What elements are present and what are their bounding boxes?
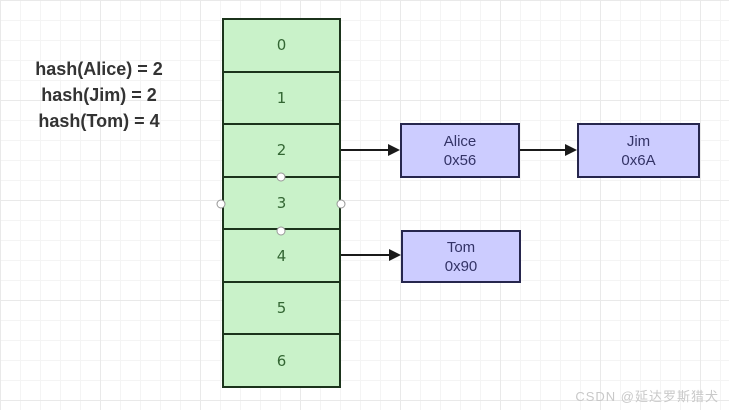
node-jim[interactable]: Jim 0x6A [577,123,700,178]
hash-annotations: hash(Alice) = 2 hash(Jim) = 2 hash(Tom) … [14,56,184,134]
hash-annotation-alice: hash(Alice) = 2 [35,59,163,79]
bucket-cell-2[interactable]: 2 [224,125,339,178]
bucket-cell-6[interactable]: 6 [276,351,287,370]
arrow-bucket4-to-tom[interactable] [341,249,401,261]
arrow-alice-to-jim[interactable] [520,144,577,156]
node-jim-name: Jim [626,132,651,150]
selection-handle-top[interactable] [276,172,286,182]
bucket-cell-5[interactable]: 5 [224,283,339,336]
node-tom-address: 0x90 [444,257,478,275]
hash-table-array[interactable]: 0 1 2 3 4 5 6 [222,18,341,388]
selection-handle-right[interactable] [336,199,346,209]
node-tom[interactable]: Tom 0x90 [401,230,521,283]
hash-annotation-tom: hash(Tom) = 4 [38,111,160,131]
hash-annotation-jim: hash(Jim) = 2 [41,85,157,105]
selection-handle-left[interactable] [216,199,226,209]
watermark: CSDN @延达罗斯猎犬 [575,389,719,404]
node-tom-name: Tom [446,238,476,256]
node-alice-address: 0x56 [443,151,477,169]
selection-handle-bottom[interactable] [276,226,286,236]
bucket-cell-3[interactable]: 3 [224,178,339,231]
node-alice[interactable]: Alice 0x56 [400,123,520,178]
bucket-cell-0[interactable]: 0 [224,20,339,73]
node-alice-name: Alice [443,132,477,150]
bucket-cell-1[interactable]: 1 [224,73,339,126]
node-jim-address: 0x6A [621,151,656,169]
bucket-cell-4[interactable]: 4 [224,230,339,283]
arrow-bucket2-to-alice[interactable] [341,144,400,156]
